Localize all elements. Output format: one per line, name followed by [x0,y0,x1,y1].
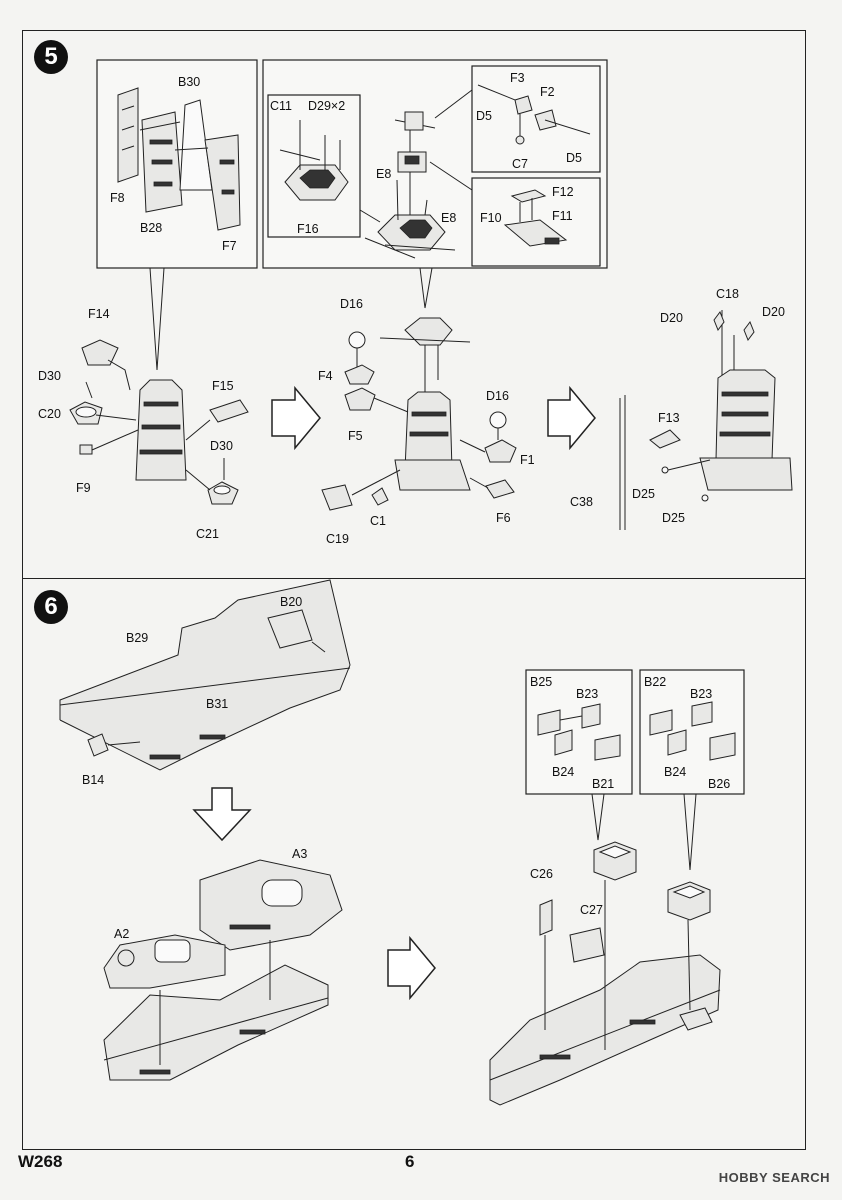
label-C7: C7 [512,157,528,171]
label-B29: B29 [126,631,148,645]
label-F7: F7 [222,239,237,253]
label-F9: F9 [76,481,91,495]
label-F1: F1 [520,453,535,467]
label-D16a: D16 [340,297,363,311]
callout-funnel [96,59,258,371]
page-frame [22,30,806,1150]
label-F3: F3 [510,71,525,85]
label-B25: B25 [530,675,552,689]
label-C18: C18 [716,287,739,301]
label-F2: F2 [540,85,555,99]
label-E8b: E8 [441,211,456,225]
arrow-6-right [387,935,436,1001]
label-C19: C19 [326,532,349,546]
arrow-6-down [192,787,252,842]
label-B24b: B24 [664,765,686,779]
label-F14: F14 [88,307,110,321]
label-F10: F10 [480,211,502,225]
label-C11: C11 [270,99,292,113]
label-A3: A3 [292,847,307,861]
label-B24a: B24 [552,765,574,779]
assembly-6-final [489,841,721,1106]
label-B23b: B23 [690,687,712,701]
label-B28: B28 [140,221,162,235]
label-D16b: D16 [486,389,509,403]
label-B14: B14 [82,773,104,787]
label-C21: C21 [196,527,219,541]
label-B20: B20 [280,595,302,609]
label-D20a: D20 [660,311,683,325]
label-C27: C27 [580,903,603,917]
label-D30b: D30 [210,439,233,453]
label-B31: B31 [206,697,228,711]
label-A2: A2 [114,927,129,941]
callout-B21 [525,669,633,841]
label-F6: F6 [496,511,511,525]
assembly-5-middle [321,317,517,511]
page-number: 6 [405,1152,415,1171]
label-B21: B21 [592,777,614,791]
step-divider [22,578,806,579]
label-C38: C38 [570,495,593,509]
label-D30a: D30 [38,369,61,383]
label-F8: F8 [110,191,125,205]
label-F16: F16 [297,222,319,236]
assembly-5-right [619,310,793,530]
assembly-6-walls [59,579,351,771]
arrow-5b [547,385,596,451]
label-F15: F15 [212,379,234,393]
label-B23a: B23 [576,687,598,701]
label-D25b: D25 [662,511,685,525]
label-D5a: D5 [476,109,492,123]
label-F5: F5 [348,429,363,443]
label-C20: C20 [38,407,61,421]
callout-B26 [639,669,745,871]
step-6-badge: 6 [34,590,68,624]
arrow-5a [271,385,321,451]
assembly-6-hull [103,859,343,1081]
callout-mast-top [262,59,608,309]
label-B22: B22 [644,675,666,689]
label-C1: C1 [370,514,386,528]
label-C26: C26 [530,867,553,881]
label-F12: F12 [552,185,574,199]
watermark: HOBBY SEARCH [718,1170,830,1185]
label-B26: B26 [708,777,730,791]
assembly-5-left [69,339,249,505]
label-D29: D29×2 [308,99,345,113]
label-E8a: E8 [376,167,391,181]
label-D5b: D5 [566,151,582,165]
label-F4: F4 [318,369,333,383]
label-F13: F13 [658,411,680,425]
label-D20b: D20 [762,305,785,319]
label-B30: B30 [178,75,200,89]
label-D25a: D25 [632,487,655,501]
product-code: W268 [18,1152,63,1171]
label-F11: F11 [552,209,573,223]
step-5-badge: 5 [34,40,68,74]
